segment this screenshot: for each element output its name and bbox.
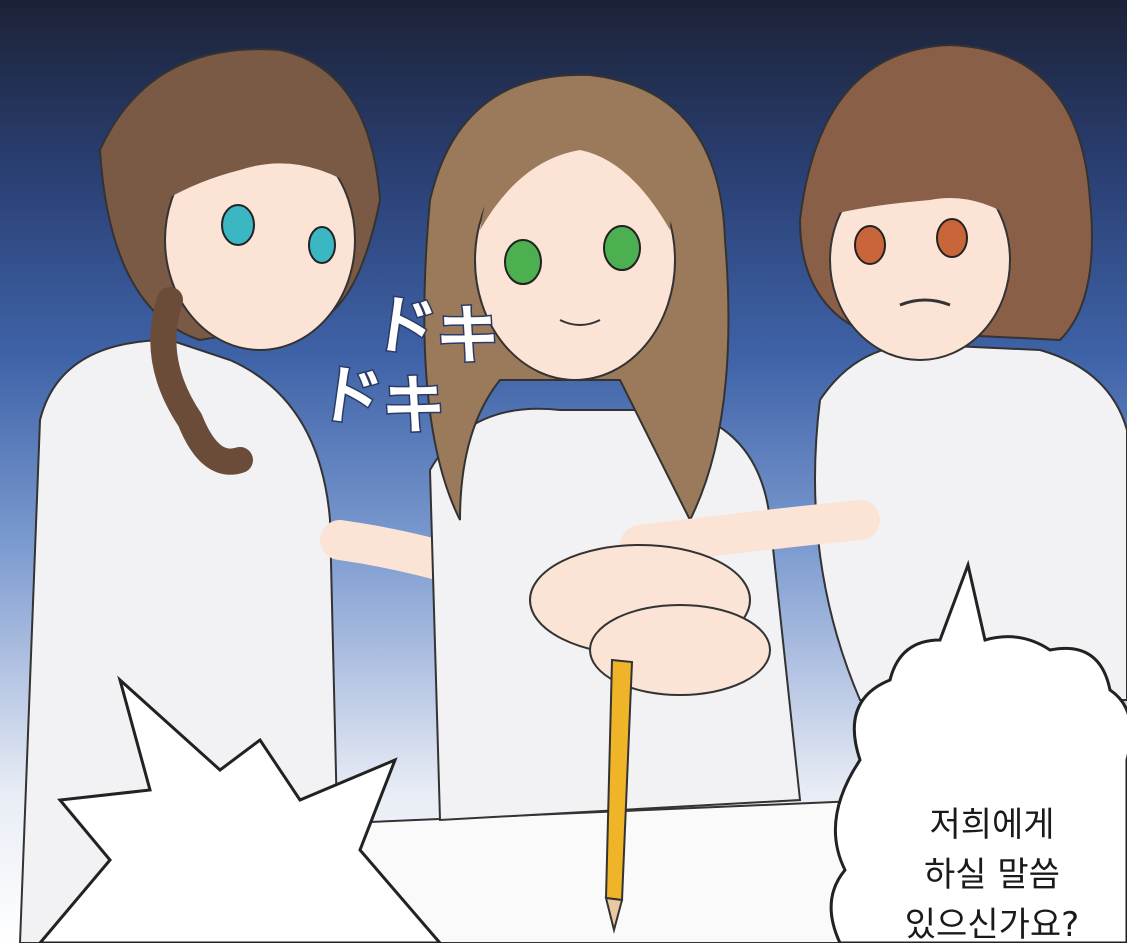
burst-bubble	[38, 675, 442, 943]
sfx-doki-2: ドキ	[312, 355, 452, 449]
bob-hair-girl-figure	[620, 43, 1127, 701]
sfx-doki-1: ドキ	[366, 285, 506, 379]
speech-line-2: 하실 말씀	[924, 855, 1060, 895]
speech-bubble	[829, 559, 1127, 943]
speech-line-3: 있으신가요?	[904, 905, 1080, 943]
stacked-hands	[529, 544, 771, 696]
speech-text: 저희에게 하실 말씀 있으신가요?	[872, 800, 1112, 943]
speech-line-1: 저희에게	[929, 805, 1055, 845]
pencil-icon	[604, 658, 634, 934]
